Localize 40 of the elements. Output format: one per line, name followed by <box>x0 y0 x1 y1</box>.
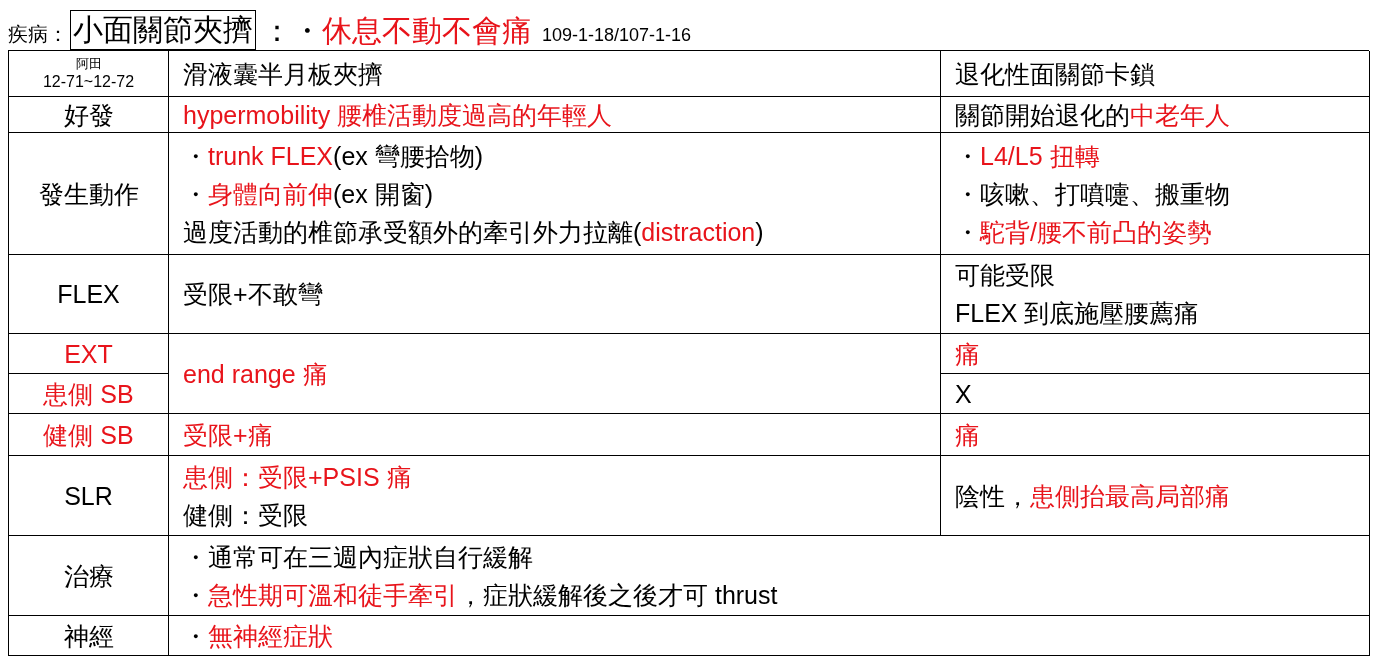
row-header: FLEX <box>57 279 120 310</box>
cell-text: 中老年人 <box>1130 99 1230 131</box>
cell-text: 關節開始退化的 <box>955 99 1130 131</box>
cell-text: 過度活動的椎節承受額外的牽引外力拉離(distraction) <box>183 216 764 248</box>
cell-text: hypermobility 腰椎活動度過高的年輕人 <box>183 99 613 131</box>
row-header: 發生動作 <box>38 178 139 210</box>
cell-text: end range 痛 <box>183 358 328 390</box>
cell-text: 患側：受限+PSIS 痛 <box>183 461 412 493</box>
row-header: 患側 SB <box>43 378 134 410</box>
cell-text: ・通常可在三週內症狀自行緩解 <box>183 541 533 573</box>
row-header: 阿田 <box>75 55 102 72</box>
row-header: 健側 SB <box>43 419 134 451</box>
column-header: 滑液囊半月板夾擠 <box>183 58 383 90</box>
date-reference: 109-1-18/107-1-16 <box>542 24 692 47</box>
row-header: 好發 <box>63 99 114 131</box>
cell-text: 可能受限 <box>955 260 1055 291</box>
row-header: EXT <box>64 338 113 370</box>
cell-text: ・無神經症狀 <box>183 620 333 652</box>
cell-text: 痛 <box>955 338 980 370</box>
row-header: SLR <box>64 480 113 512</box>
heading-note: ：・休息不動不會痛 <box>262 13 532 49</box>
cell-text: ・駝背/腰不前凸的姿勢 <box>955 216 1212 248</box>
cell-text: ・身體向前伸(ex 開窗) <box>183 178 433 210</box>
row-header: 12-71~12-72 <box>42 71 135 92</box>
cell-text: ・trunk FLEX(ex 彎腰拾物) <box>183 140 484 172</box>
cell-text: ・L4/L5 扭轉 <box>955 140 1100 172</box>
heading-label: 疾病： <box>8 22 68 47</box>
row-header: 治療 <box>63 560 114 592</box>
cell-text: 陰性，患側抬最高局部痛 <box>955 480 1230 512</box>
column-header: 退化性面關節卡鎖 <box>955 58 1155 90</box>
cell-text: 痛 <box>955 419 980 451</box>
cell-text: 受限+痛 <box>183 419 273 451</box>
cell-text: ・咳嗽、打噴嚏、搬重物 <box>955 178 1230 210</box>
cell-text: ・急性期可溫和徒手牽引，症狀緩解後之後才可 thrust <box>183 579 778 611</box>
row-header: 神經 <box>63 620 114 652</box>
cell-text: FLEX 到底施壓腰薦痛 <box>955 298 1200 329</box>
cell-text: 受限+不敢彎 <box>183 279 323 310</box>
title-box: 小面關節夾擠 <box>70 10 256 50</box>
cell-text: 健側：受限 <box>183 499 308 531</box>
cell-text: X <box>955 378 972 410</box>
